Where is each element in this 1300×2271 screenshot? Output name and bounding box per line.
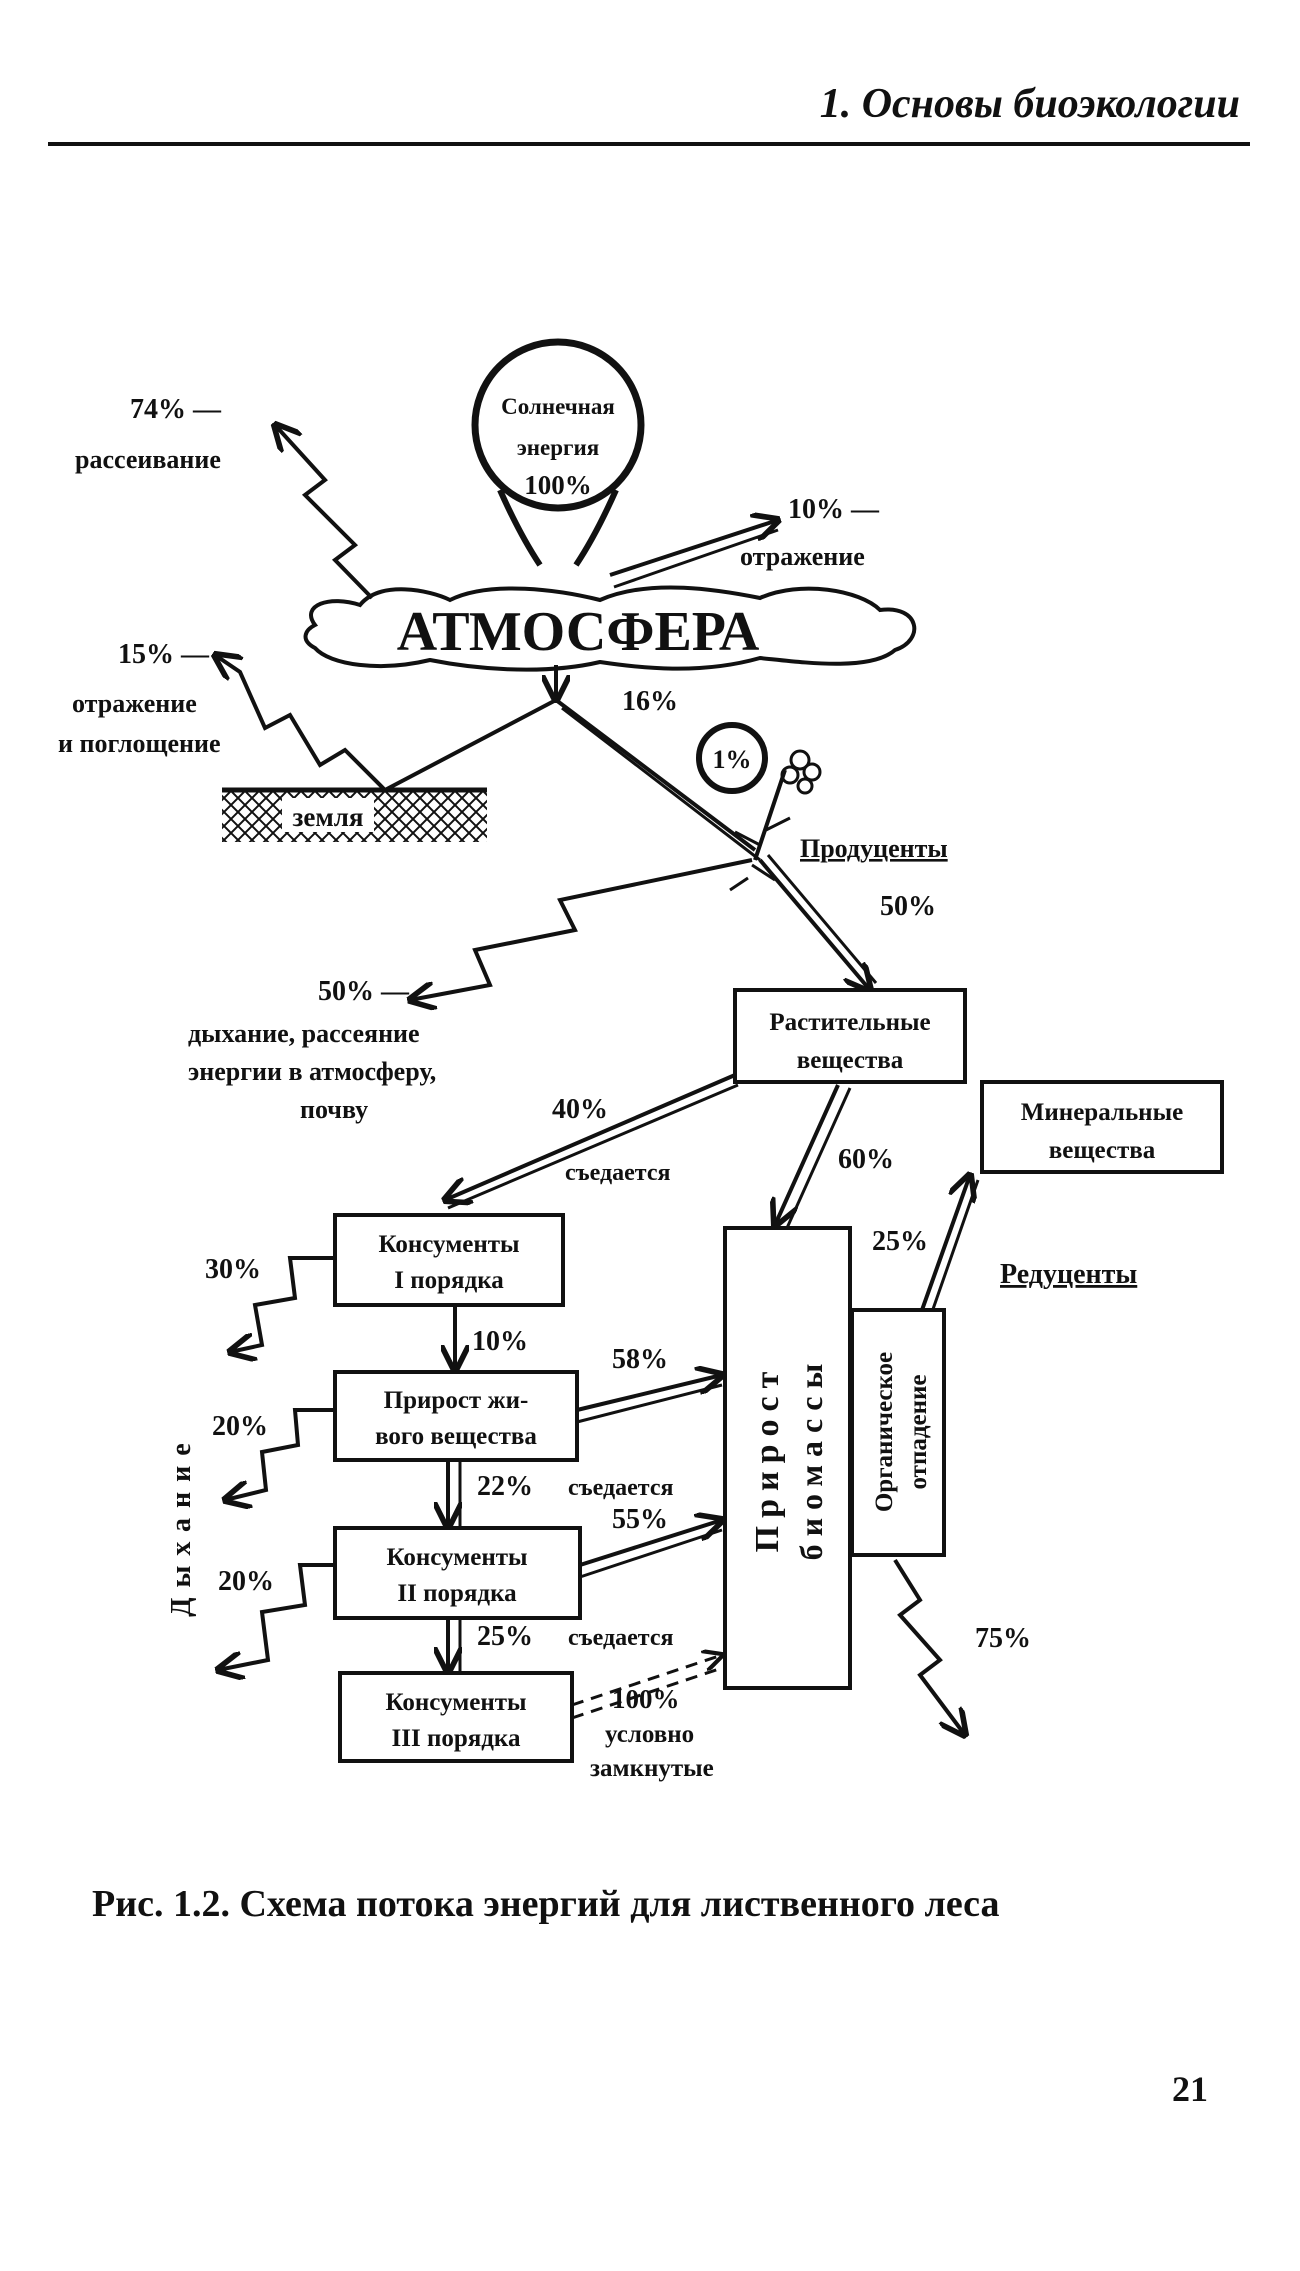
c1-to-growth-pct: 10% bbox=[472, 1326, 528, 1357]
plant-resp-label-1: дыхание, рассеяние bbox=[188, 1019, 420, 1048]
biomass-label-2: биомассы bbox=[793, 1356, 829, 1561]
earth-label: земля bbox=[293, 802, 364, 832]
decomp-loss-pct: 75% bbox=[975, 1623, 1031, 1654]
growth-box: Прирост жи- вого вещества bbox=[333, 1370, 579, 1462]
biomass-box: Прирост биомассы bbox=[723, 1226, 852, 1690]
minerals-box: Минеральные вещества bbox=[980, 1080, 1224, 1174]
earth-ground: земля bbox=[222, 787, 487, 842]
growth-to-c2-pct: 22% bbox=[477, 1471, 533, 1502]
sun-node: Солнечная энергия 100% bbox=[471, 338, 645, 567]
resp-30-pct: 30% bbox=[205, 1254, 261, 1285]
growth-label-1: Прирост жи- bbox=[384, 1387, 529, 1414]
minerals-label-1: Минеральные bbox=[1021, 1099, 1183, 1126]
reflection-pct: 10% — bbox=[788, 494, 880, 525]
minerals-label-2: вещества bbox=[1049, 1137, 1156, 1164]
ground-loss-pct: 15% — bbox=[118, 639, 210, 670]
plant-resp-label-2: энергии в атмосферу, bbox=[188, 1057, 436, 1086]
sun-label-2: энергия bbox=[517, 435, 599, 460]
organic-label-2: отпадение bbox=[905, 1374, 932, 1489]
consumers3-label-2: III порядка bbox=[392, 1725, 521, 1752]
consumers3-box: Консументы III порядка bbox=[338, 1671, 574, 1763]
growth-label-2: вого вещества bbox=[375, 1423, 537, 1450]
plant-matter-label-1: Растительные bbox=[769, 1009, 930, 1036]
c2-to-biomass-pct: 55% bbox=[612, 1504, 668, 1535]
producers-pct: 50% bbox=[880, 891, 936, 922]
scatter-label: рассеивание bbox=[75, 445, 221, 474]
sun-label-3: 100% bbox=[524, 470, 592, 500]
resp-20a-pct: 20% bbox=[212, 1411, 268, 1442]
atmosphere-cloud: АТМОСФЕРА bbox=[303, 585, 917, 672]
producers-label: Продуценты bbox=[800, 834, 948, 863]
consumers1-label-1: Консументы bbox=[378, 1231, 519, 1258]
biomass-label-1: Прирост bbox=[749, 1364, 786, 1553]
scatter-pct: 74% — bbox=[130, 394, 222, 425]
to-producers-pct: 16% bbox=[622, 686, 678, 717]
consumers2-label-1: Консументы bbox=[386, 1544, 527, 1571]
consumers2-label-2: II порядка bbox=[397, 1580, 517, 1607]
closed-label-1: условно bbox=[605, 1721, 694, 1748]
consumers1-box: Консументы I порядка bbox=[333, 1213, 565, 1307]
consumers3-label-1: Консументы bbox=[385, 1689, 526, 1716]
sun-label-1: Солнечная bbox=[501, 394, 615, 419]
organic-litter-box: Органическое отпадение bbox=[850, 1308, 946, 1557]
energy-flow-diagram: Солнечная энергия 100% АТМОСФЕРА 74% — р… bbox=[58, 338, 1224, 1782]
plant-resp-pct: 50% — bbox=[318, 976, 410, 1007]
decomp-loss-zigzag bbox=[893, 1558, 965, 1735]
eaten-label-1: съедается bbox=[568, 1475, 674, 1501]
growth-to-biomass-pct: 58% bbox=[612, 1344, 668, 1375]
resp-20b-zigzag bbox=[218, 1563, 335, 1670]
c2-to-c3-pct: 25% bbox=[477, 1621, 533, 1652]
reducers-label: Редуценты bbox=[1000, 1259, 1137, 1290]
consumers1-label-2: I порядка bbox=[394, 1267, 504, 1294]
photosynthesis-node: 1% bbox=[696, 722, 768, 794]
photosynthesis-pct: 1% bbox=[713, 745, 752, 774]
ground-loss-label-2: и поглощение bbox=[58, 729, 221, 758]
eaten-40-pct: 40% bbox=[552, 1094, 608, 1125]
resp-30-zigzag bbox=[230, 1256, 335, 1352]
closed-pct: 100% bbox=[612, 1684, 680, 1714]
resp-20a-zigzag bbox=[225, 1408, 335, 1500]
scatter-zigzag bbox=[275, 425, 374, 600]
ground-loss-zigzag bbox=[215, 655, 387, 792]
minerals-pct: 25% bbox=[872, 1226, 928, 1257]
header-title: 1. Основы биоэкологии bbox=[819, 81, 1240, 127]
consumers2-box: Консументы II порядка bbox=[333, 1526, 582, 1620]
reflection-arrow bbox=[609, 520, 778, 577]
eaten-label-2: съедается bbox=[568, 1625, 674, 1651]
plant-icon bbox=[729, 749, 822, 892]
plant-matter-label-2: вещества bbox=[797, 1047, 904, 1074]
plant-matter-box: Растительные вещества bbox=[733, 988, 967, 1084]
to-biomass-60-pct: 60% bbox=[838, 1144, 894, 1175]
figure-caption: Рис. 1.2. Схема потока энергий для листв… bbox=[92, 1883, 1000, 1925]
resp-20b-pct: 20% bbox=[218, 1566, 274, 1597]
ground-loss-label-1: отражение bbox=[72, 689, 197, 718]
breathing-label: Дыхание bbox=[166, 1433, 197, 1616]
plant-resp-label-3: почву bbox=[300, 1095, 368, 1124]
closed-label-2: замкнутые bbox=[590, 1755, 714, 1782]
atmosphere-label: АТМОСФЕРА bbox=[397, 601, 760, 663]
reflection-label: отражение bbox=[740, 542, 865, 571]
plant-resp-zigzag bbox=[410, 858, 753, 1000]
eaten-40-label: съедается bbox=[565, 1160, 671, 1186]
page-number: 21 bbox=[1172, 2069, 1208, 2109]
page-header: 1. Основы биоэкологии bbox=[48, 70, 1250, 146]
organic-label-1: Органическое bbox=[871, 1352, 898, 1512]
